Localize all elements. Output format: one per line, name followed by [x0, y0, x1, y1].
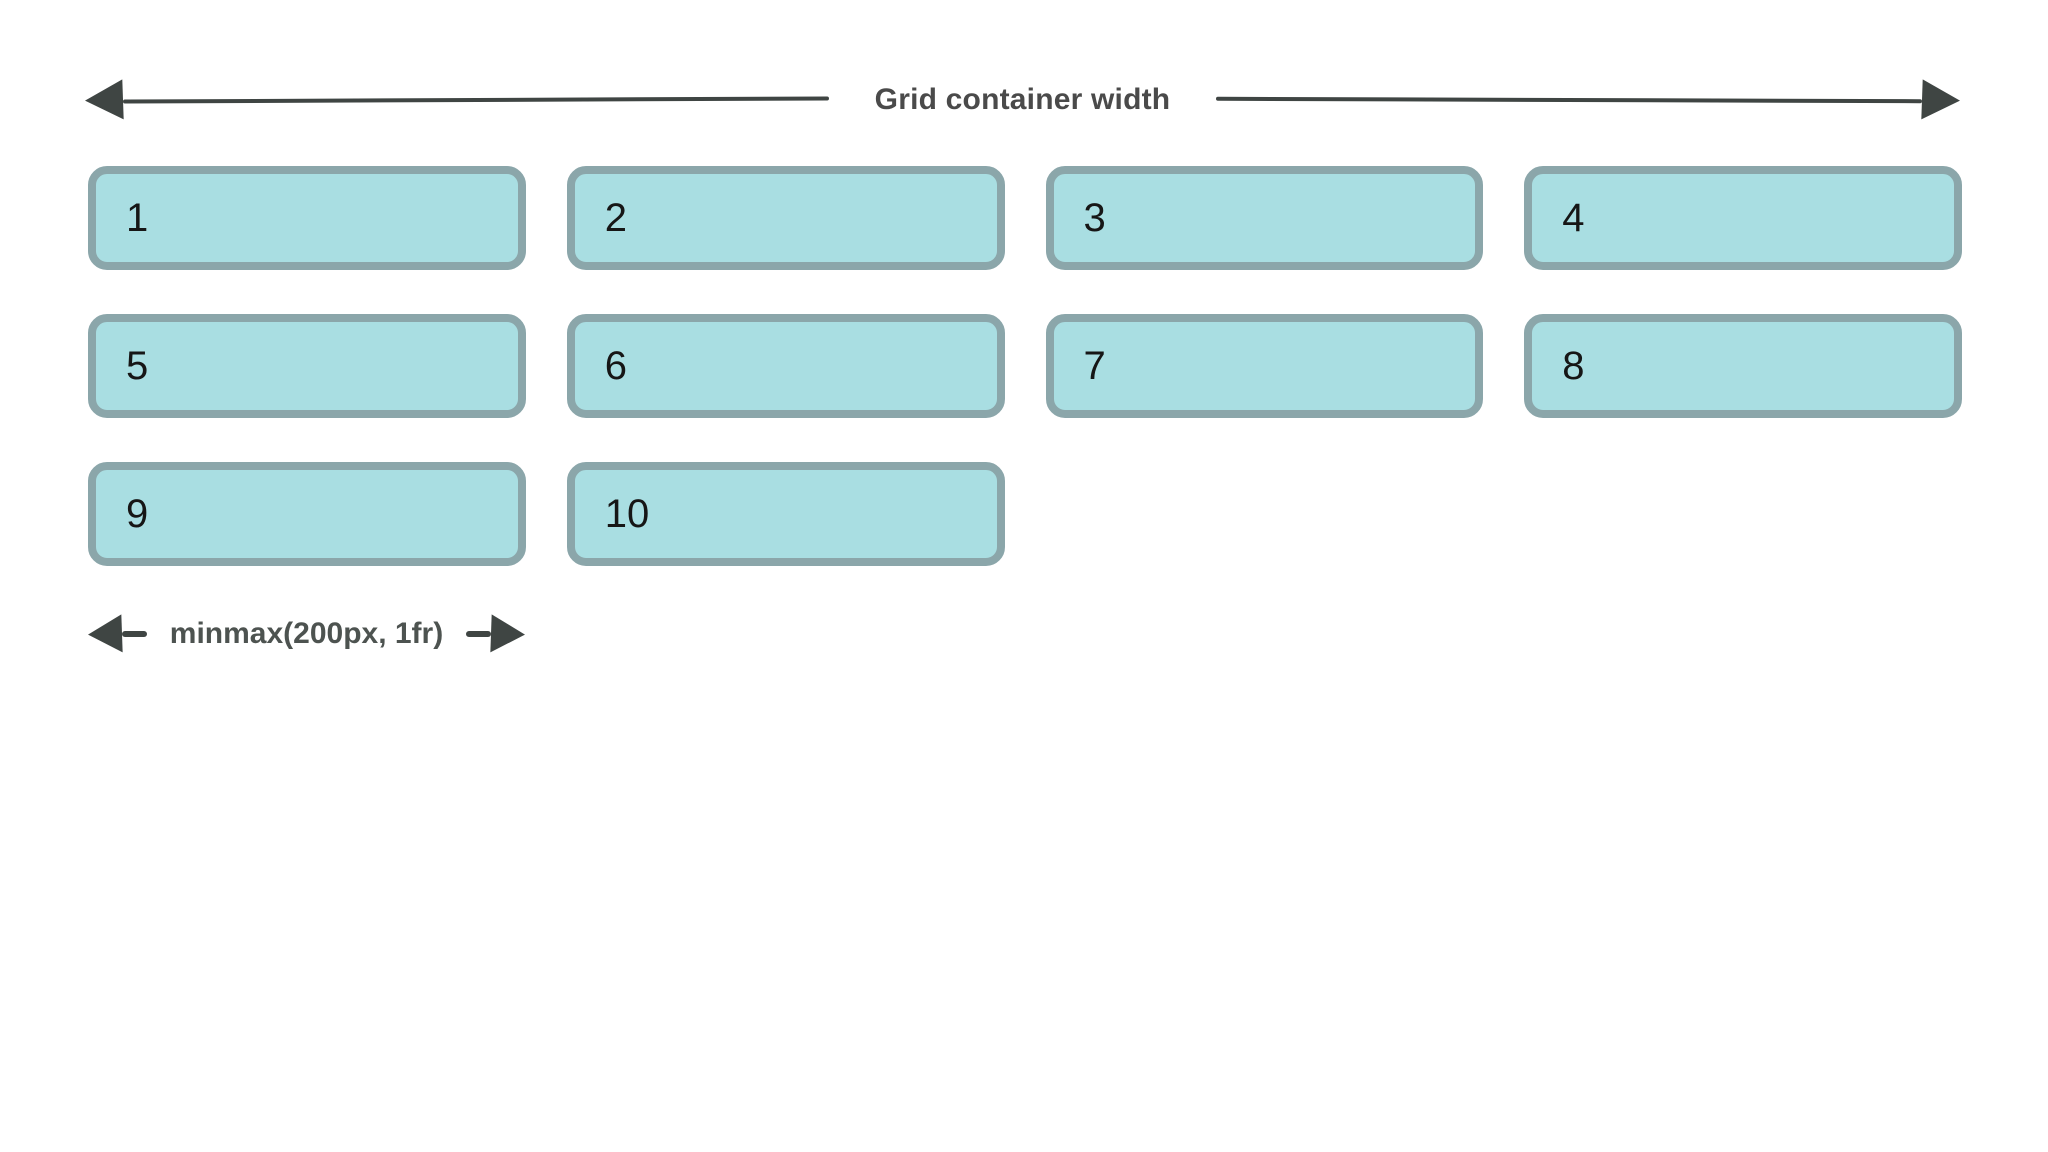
minmax-arrowhead-left-icon [87, 614, 147, 654]
grid-item: 2 [566, 166, 1005, 270]
grid-item-number: 7 [1083, 344, 1106, 388]
arrowhead-left-icon [84, 79, 124, 121]
grid-item-number: 5 [126, 344, 149, 388]
grid-item-number: 9 [126, 492, 149, 536]
minmax-arrow-right-head [490, 614, 526, 654]
grid-item-number: 4 [1562, 196, 1585, 240]
minmax-label: minmax(200px, 1fr) [169, 617, 444, 650]
grid-item-number: 10 [604, 492, 650, 536]
grid-item-number: 8 [1562, 344, 1585, 388]
grid-item-number: 1 [126, 196, 149, 240]
grid-item: 1 [88, 166, 526, 270]
grid-item: 3 [1045, 166, 1484, 270]
arrow-line-right [1216, 96, 1923, 104]
grid-item: 8 [1524, 314, 1962, 418]
minmax-arrowhead-right-icon [465, 614, 526, 654]
grid-item: 4 [1524, 166, 1962, 270]
grid-item: 5 [88, 314, 526, 418]
grid-item: 10 [566, 462, 1005, 566]
grid-item-number: 2 [604, 196, 627, 240]
grid-item-number: 6 [604, 344, 627, 388]
arrowhead-right-icon [1921, 79, 1961, 121]
arrow-line-left [122, 96, 829, 104]
grid-item: 9 [88, 462, 526, 566]
track-size-annotation: minmax(200px, 1fr) [87, 612, 526, 656]
minmax-arrow-right-tail [465, 631, 491, 637]
minmax-arrow-left-head [87, 614, 123, 654]
container-width-arrow: Grid container width [84, 78, 1961, 122]
minmax-arrow-left-tail [122, 631, 147, 637]
grid-item-number: 3 [1083, 196, 1106, 240]
grid-container: 1 2 3 4 5 6 7 8 9 10 [88, 166, 1962, 566]
grid-item: 7 [1045, 314, 1484, 418]
container-width-label: Grid container width [874, 83, 1171, 116]
grid-item: 6 [566, 314, 1005, 418]
